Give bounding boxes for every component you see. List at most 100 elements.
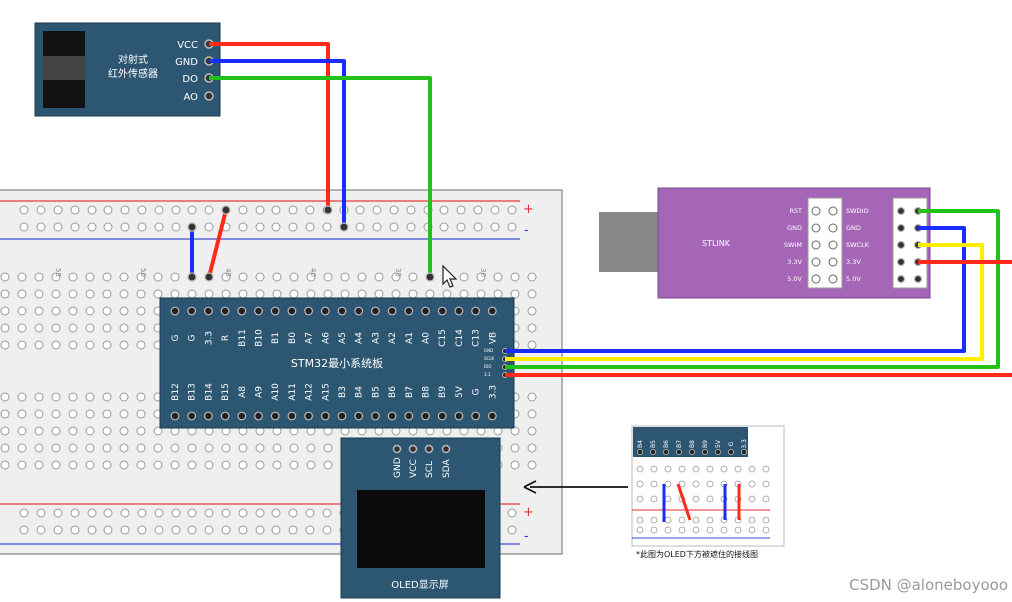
stm32-top-pin-label: A5 [338, 332, 348, 344]
stm32-top-pin-label: G [188, 334, 198, 341]
inset-pin-label: 3.3 [741, 439, 748, 449]
wire-sensor-gnd [209, 59, 346, 227]
col-number-40: 40 [309, 268, 317, 277]
rail-minus-bottom: - [524, 529, 529, 544]
stm32-bottom-pin-label: B14 [204, 383, 214, 401]
stm32-side-pin-dio: DIO [484, 364, 491, 369]
stm32-bottom-pin-label: A10 [271, 383, 281, 401]
inset-pin-label: 5V [715, 439, 722, 448]
stm32-bottom-pin-label: B15 [221, 383, 231, 401]
rail-minus-top: - [524, 223, 529, 238]
stlink-right-swclk: SWCLK [846, 241, 870, 249]
stm32-bottom-pin-label: B9 [438, 386, 448, 398]
wire-stlink-gnd [505, 226, 966, 353]
mouse-cursor-icon [442, 264, 458, 288]
inset-caption: *此图为OLED下方被遮住的接线图 [636, 549, 758, 559]
stm32-side-pin-gnd: GND [484, 348, 493, 353]
sensor-pin-ao: AO [183, 92, 198, 103]
stm32-top-pin-label: 3.3 [204, 331, 214, 345]
stm32-top-pin-label: C14 [455, 329, 465, 347]
sensor-pin-gnd: GND [175, 57, 198, 68]
stm32-top-pin-label: C13 [472, 329, 482, 347]
stm32-bottom-pin-label: B3 [338, 386, 348, 398]
inset-pin-label: B7 [676, 440, 683, 448]
stm32-top-pin-label: C15 [438, 329, 448, 347]
col-number-55: 55 [54, 268, 62, 277]
stm32-top-pin-label: B0 [288, 332, 298, 344]
stlink-left-5v: 5.0V [787, 275, 802, 283]
oled-pin-vcc: VCC [409, 459, 419, 478]
stm32-top-pin-label: A3 [371, 332, 381, 344]
stm32-bottom-pin-label: G [472, 388, 482, 395]
oled-screen [357, 490, 485, 568]
stm32-bottom-pin-label: B13 [188, 383, 198, 401]
stlink-left-swim: SWIM [784, 241, 802, 249]
sensor-pin-vcc: VCC [177, 40, 198, 51]
inset-pin-label: G [728, 441, 735, 446]
stm32-top-pin-label: B10 [255, 329, 265, 347]
stlink-right-5v: 5.0V [846, 275, 861, 283]
stlink-left-gnd: GND [787, 224, 802, 232]
stlink-left-3v3: 3.3V [787, 258, 802, 266]
stm32-title: STM32最小系统板 [291, 356, 383, 370]
stm32-side-pin-3v3: 3.3 [484, 372, 491, 377]
wire-sensor-vcc [209, 42, 330, 210]
watermark: CSDN @aloneboyooo [849, 576, 1008, 594]
wire-jumper-3v3 [207, 209, 228, 278]
stm32-top-pin-label: A6 [321, 332, 331, 344]
inset-pin-label: B8 [689, 440, 696, 448]
sensor-title-line2: 红外传感器 [108, 67, 158, 80]
stlink-left-rst: RST [789, 207, 802, 215]
stm32-bottom-pin-label: B8 [422, 386, 432, 398]
sensor-title-line1: 对射式 [118, 53, 148, 66]
stm32-bottom-pin-label: B5 [371, 386, 381, 398]
oled-pin-sda: SDA [442, 459, 452, 478]
inset-pin-label: B9 [702, 440, 709, 448]
oled-label: OLED显示屏 [391, 579, 448, 591]
pointer-arrow [523, 480, 628, 494]
stm32-bottom-pin-label: B6 [388, 386, 398, 398]
stm32-bottom-pin-label: 3.3 [488, 385, 498, 399]
sensor-pin-do: DO [182, 74, 198, 85]
rail-plus-bottom: + [523, 505, 534, 520]
stm32-top-pin-label: A0 [422, 332, 432, 344]
stlink-right-gnd: GND [846, 224, 861, 232]
stm32-bottom-pin-label: A9 [255, 386, 265, 398]
stm32-top-pin-label: A2 [388, 332, 398, 344]
stm32-bottom-pin-label: A11 [288, 383, 298, 401]
stm32-top-pin-label: VB [488, 332, 498, 344]
inset-wire-2 [676, 483, 692, 521]
ir-sensor-module: 对射式 红外传感器 VCC GND DO AO [34, 22, 221, 117]
inset-pin-label: B4 [637, 440, 644, 448]
stm32-bottom-pin-label: A12 [305, 383, 315, 401]
inset-pin-label: B5 [650, 440, 657, 448]
oled-display: GND VCC SCL SDA OLED显示屏 [340, 437, 501, 599]
col-number-30: 30 [479, 268, 487, 277]
wires [190, 42, 1012, 522]
stm32-top-pin-label: G [171, 334, 181, 341]
stm32-bottom-pin-label: 5V [455, 385, 465, 398]
col-number-50: 50 [139, 268, 147, 277]
stm32-side-pin-sclk: SCLK [484, 356, 495, 361]
wire-sensor-do [209, 76, 432, 277]
oled-pin-scl: SCL [425, 461, 435, 478]
col-number-45: 45 [224, 268, 232, 277]
stlink-programmer: STLINK RST GND SWIM 3.3V 5.0V SWDIO GND … [599, 187, 931, 299]
stm32-top-pin-label: B11 [238, 329, 248, 347]
oled-pin-gnd: GND [393, 457, 403, 478]
wire-endpoints [187, 205, 435, 282]
stm32-top-pin-label: A4 [355, 332, 365, 344]
stm32-top-pin-label: B1 [271, 332, 281, 344]
stm32-top-pin-label: R [221, 335, 231, 341]
stm32-bottom-pin-label: B4 [355, 386, 365, 398]
rail-plus-top: + [523, 202, 534, 217]
wire-stlink-3v3 [505, 260, 1012, 377]
stm32-bottom-pin-label: A15 [321, 383, 331, 401]
stlink-right-swdio: SWDIO [846, 207, 869, 215]
stlink-right-3v3: 3.3V [846, 258, 861, 266]
col-number-35: 35 [394, 268, 402, 277]
wire-stlink-swdio [505, 209, 1000, 369]
